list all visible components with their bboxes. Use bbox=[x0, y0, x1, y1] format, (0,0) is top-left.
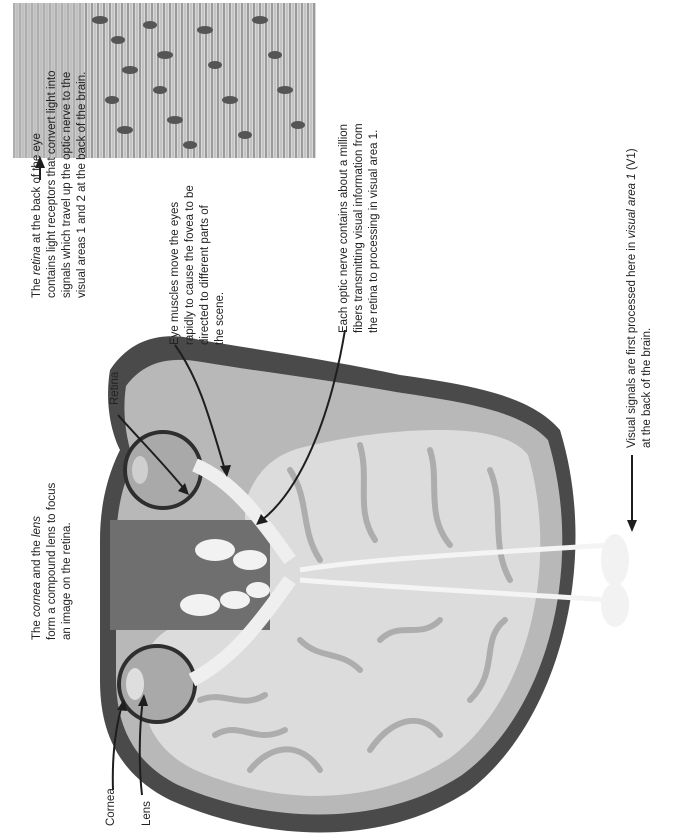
eye-muscles-caption: Eye muscles move the eyes rapidly to cau… bbox=[168, 185, 228, 345]
caption-line: The retina at the back of the eye bbox=[30, 70, 45, 298]
caption-line: fibers transmitting visual information f… bbox=[352, 123, 367, 333]
brain-cross-section bbox=[100, 336, 629, 832]
caption-line: visual areas 1 and 2 at the back of the … bbox=[75, 70, 90, 298]
retina-label: Retina bbox=[108, 372, 123, 405]
caption-line: directed to different parts of bbox=[198, 185, 213, 345]
retina-detail-caption: The retina at the back of the eye contai… bbox=[30, 70, 90, 298]
cornea-label: Cornea bbox=[104, 788, 119, 826]
caption-line: form a compound lens to focus bbox=[45, 483, 60, 640]
caption-line: contains light receptors that convert li… bbox=[45, 70, 60, 298]
caption-line: The cornea and the lens bbox=[30, 483, 45, 640]
visual-area-arrowhead bbox=[627, 520, 637, 532]
caption-line: at the back of the brain. bbox=[640, 148, 655, 448]
caption-line: an image on the retina. bbox=[60, 483, 75, 640]
caption-line: Eye muscles move the eyes bbox=[168, 185, 183, 345]
caption-line: the scene. bbox=[213, 185, 228, 345]
caption-line: rapidly to cause the fovea to be bbox=[183, 185, 198, 345]
caption-line: Each optic nerve contains about a millio… bbox=[337, 123, 352, 333]
caption-line: the retina to processing in visual area … bbox=[367, 123, 382, 333]
optic-nerve-caption: Each optic nerve contains about a millio… bbox=[337, 123, 382, 333]
visual-area-caption: Visual signals are first processed here … bbox=[625, 148, 655, 448]
caption-line: Visual signals are first processed here … bbox=[625, 148, 640, 448]
lens-label: Lens bbox=[140, 801, 155, 826]
cornea-lens-caption: The cornea and the lens form a compound … bbox=[30, 483, 75, 640]
caption-line: signals which travel up the optic nerve … bbox=[60, 70, 75, 298]
